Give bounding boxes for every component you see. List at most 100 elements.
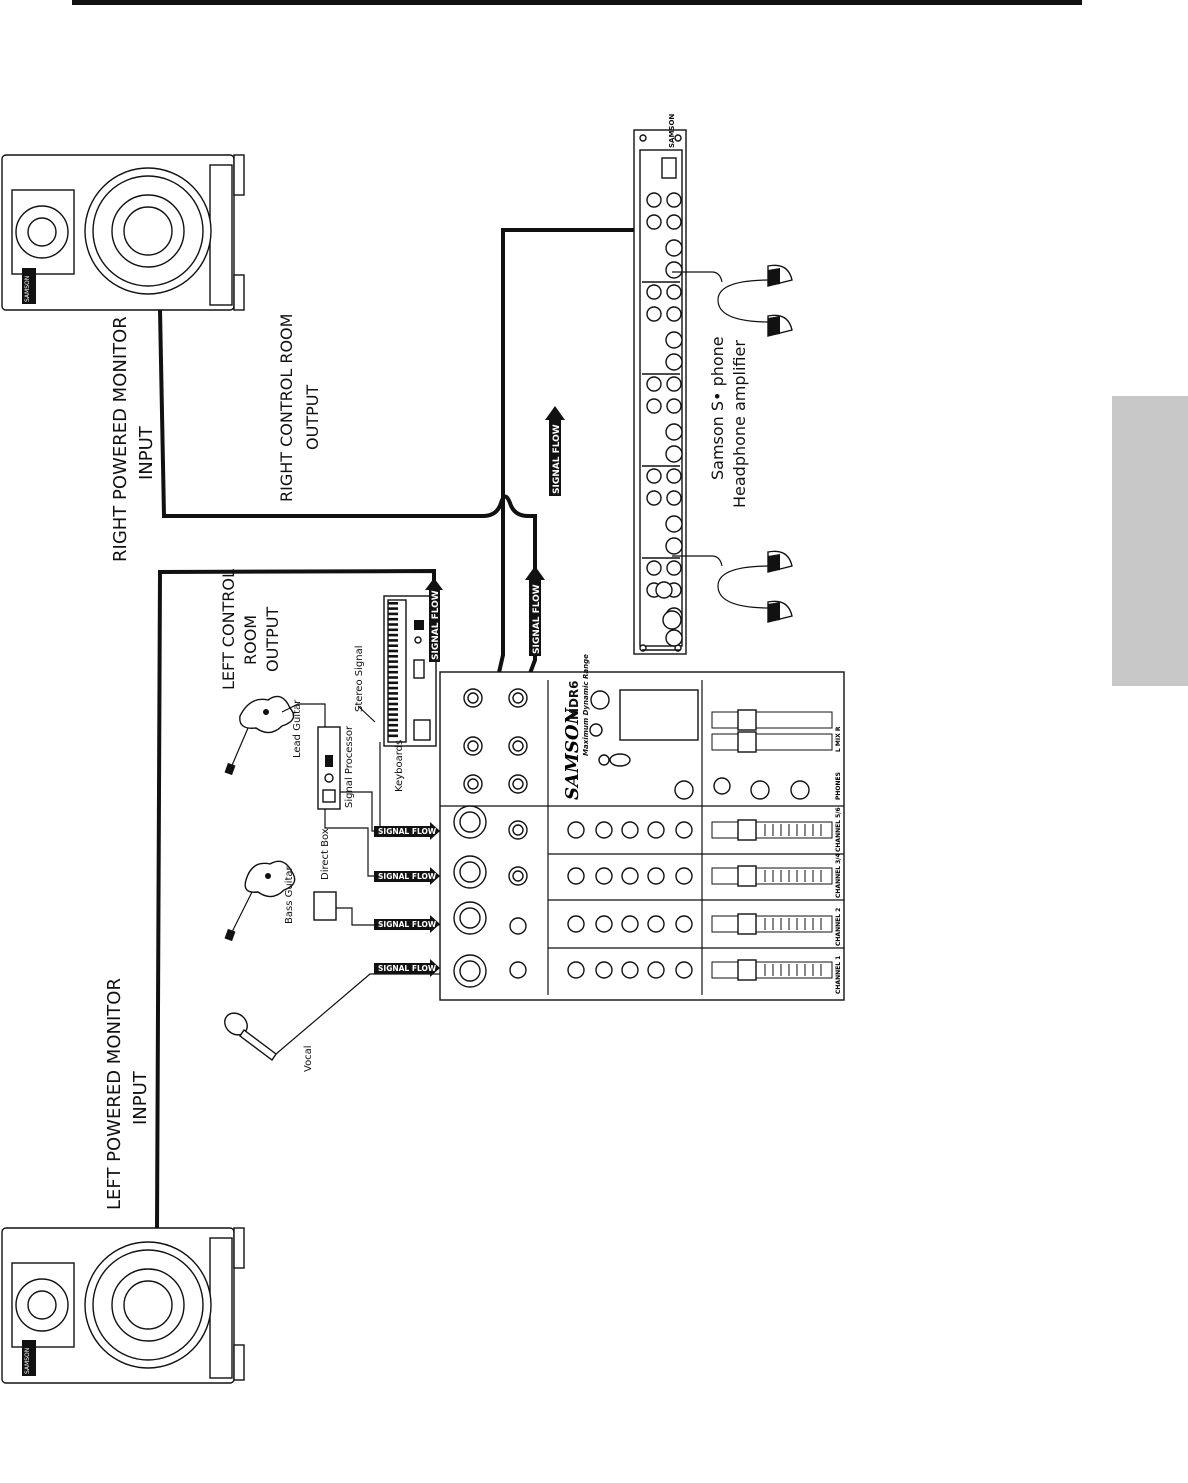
keyboard-key <box>388 729 398 732</box>
mixer-knob <box>596 916 612 932</box>
mixer-strip-label: L MIX R <box>835 726 842 752</box>
fader-cap <box>738 820 756 840</box>
amp-output-jack <box>666 332 682 348</box>
right-monitor-brand: SAMSON <box>24 276 31 302</box>
signal-processor <box>318 727 340 809</box>
right-powered-monitor: SAMSON <box>2 155 244 310</box>
output-jack-inner <box>468 779 478 789</box>
output-jack-inner <box>513 779 523 789</box>
fader-cap <box>738 866 756 886</box>
keyboard-key <box>388 660 398 663</box>
top-rule <box>72 0 1082 5</box>
amp-knob <box>647 193 661 207</box>
mixer-knob <box>676 822 692 838</box>
keyboard-key <box>388 713 398 716</box>
headphones-top <box>672 265 792 336</box>
vocal-label: Vocal <box>303 1045 314 1072</box>
left-monitor-label-1: LEFT POWERED MONITOR <box>104 978 125 1210</box>
lead-guitar-label: Lead Guitar <box>292 699 303 758</box>
mixer-knob <box>676 962 692 978</box>
fader-cap <box>738 732 756 752</box>
amp-knob <box>647 469 661 483</box>
lead-guitar <box>225 696 325 775</box>
mixer-knob <box>568 822 584 838</box>
signal-flow-label: SIGNAL FLOW <box>431 590 441 660</box>
amp-knob <box>647 215 661 229</box>
keyboard-key <box>388 644 398 647</box>
left-control-label-2: ROOM <box>241 615 260 665</box>
keyboard-key <box>388 634 398 637</box>
keyboard-key <box>388 629 398 632</box>
right-monitor-label-2: INPUT <box>136 425 157 480</box>
keyboard-key <box>388 697 398 700</box>
amp-knob <box>667 307 681 321</box>
mixer-knob <box>622 916 638 932</box>
mixer-tagline: Maximum Dynamic Range <box>582 654 590 756</box>
signal-flow-label: SIGNAL FLOW <box>378 827 437 836</box>
amp-knob <box>667 561 681 575</box>
mixer-knob <box>596 962 612 978</box>
keyboard-key <box>388 607 398 610</box>
mixer-knob <box>596 822 612 838</box>
keyboard-key <box>388 724 398 727</box>
amp-output-jack <box>666 630 682 646</box>
output-jack-inner <box>513 693 523 703</box>
left-control-label-3: OUTPUT <box>263 607 282 672</box>
mixer-knob <box>568 868 584 884</box>
amp-knob <box>647 285 661 299</box>
vocal-microphone <box>220 1009 276 1060</box>
signal-processor-label: Signal Processor <box>344 725 355 808</box>
mixer-knob <box>596 868 612 884</box>
keyboard-key <box>388 655 398 658</box>
left-monitor-label-2: INPUT <box>130 1070 151 1125</box>
left-control-label-1: LEFT CONTROL <box>219 569 238 690</box>
amp-output-jack <box>666 240 682 256</box>
xlr-input-jack-inner <box>460 812 480 832</box>
amp-output-jack <box>666 424 682 440</box>
amp-output-jack <box>666 262 682 278</box>
amp-output-jack <box>666 516 682 532</box>
amp-knob <box>667 491 681 505</box>
mixer-strip-label: CHANNEL 3/4 <box>835 853 842 898</box>
signal-flow-arrows-horizontal: SIGNAL FLOW SIGNAL FLOW SIGNAL FLOW SIGN… <box>374 822 440 977</box>
keyboard-key <box>388 692 398 695</box>
keyboard <box>384 596 436 746</box>
mixer-knob <box>622 962 638 978</box>
amp-knob <box>647 561 661 575</box>
fader-cap <box>738 710 756 730</box>
xlr-input-jack-inner <box>460 908 480 928</box>
amp-knob <box>647 377 661 391</box>
direct-box-label: Direct Box <box>320 828 331 880</box>
mixer-knob <box>676 916 692 932</box>
right-control-label-1: RIGHT CONTROL ROOM <box>277 314 296 502</box>
mixer-knob <box>648 916 664 932</box>
mixer-knob <box>568 916 584 932</box>
mixer-knob <box>648 962 664 978</box>
keyboard-key <box>388 650 398 653</box>
keyboard-key <box>388 613 398 616</box>
keyboard-key <box>388 676 398 679</box>
headphones-bottom <box>672 551 792 622</box>
mixer-mdr6: SAMSON MDR6 Maximum Dynamic Range CHANNE… <box>440 654 844 1000</box>
mixer-strip-label: PHONES <box>835 772 842 800</box>
mixer-strip-label: CHANNEL 5/6 <box>835 807 842 852</box>
gain-knob <box>510 918 526 934</box>
signal-flow-label: SIGNAL FLOW <box>378 964 437 973</box>
side-tab <box>1112 396 1188 686</box>
signal-flow-label: SIGNAL FLOW <box>378 872 437 881</box>
mixer-model: MDR6 <box>567 681 581 721</box>
mixer-knob <box>676 868 692 884</box>
right-control-label-2: OUTPUT <box>303 385 322 450</box>
signal-flow-label: SIGNAL FLOW <box>532 584 542 654</box>
stereo-signal-label: Stereo Signal <box>354 646 365 712</box>
output-jack-inner <box>513 871 523 881</box>
right-monitor-label-1: RIGHT POWERED MONITOR <box>110 316 131 562</box>
signal-flow-label: SIGNAL FLOW <box>552 424 562 494</box>
amp-output-jack <box>666 538 682 554</box>
xlr-input-jack-inner <box>460 961 480 981</box>
amp-brand: SAMSON <box>668 114 676 148</box>
keyboard-key <box>388 666 398 669</box>
keyboard-key <box>388 682 398 685</box>
output-jack-inner <box>513 741 523 751</box>
amp-knob <box>667 285 681 299</box>
